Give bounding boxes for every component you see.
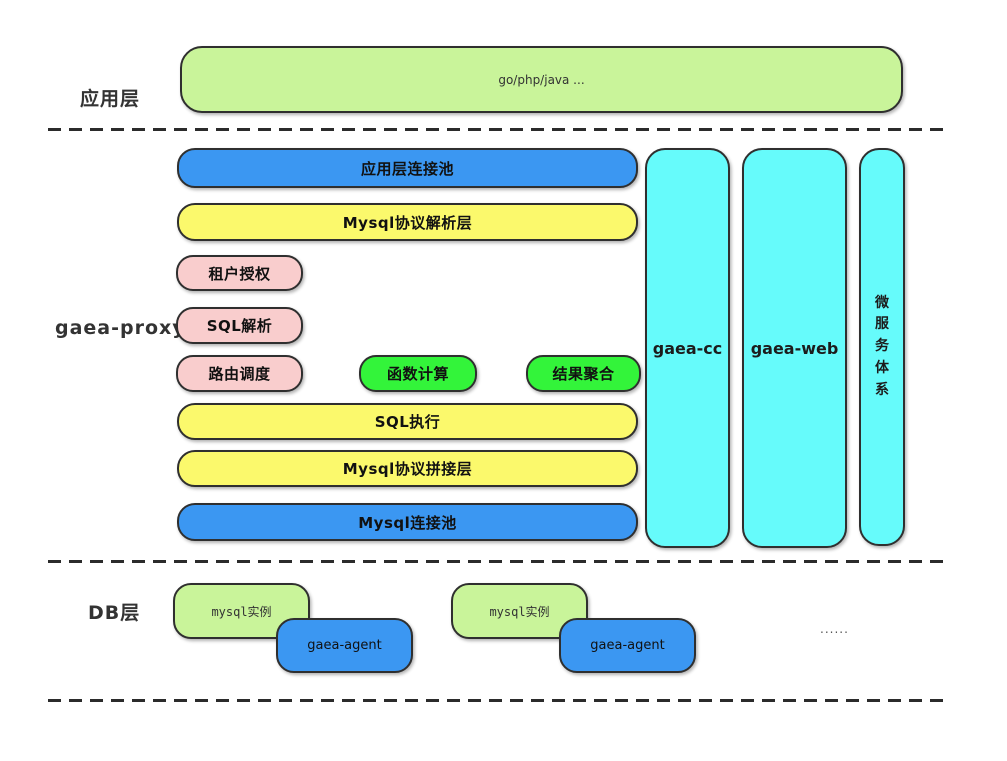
box-route-dispatch: 路由调度 [176,355,303,392]
microservice-system-label: 微服务体系 [875,294,889,398]
box-tenant-authorization: 租户授权 [176,255,303,291]
box-gaea-agent: gaea-agent [276,618,413,673]
box-mysql-protocol-parse-layer: Mysql协议解析层 [177,203,638,241]
box-sql-parse: SQL解析 [176,307,303,344]
box-result-aggregate: 结果聚合 [526,355,641,392]
app-layer-box: go/php/java ... [180,46,903,113]
separator-proxy-db [48,560,943,563]
proxy-layer-label: gaea-proxy [55,317,186,339]
box-sql-execute: SQL执行 [177,403,638,440]
column-microservice-system: 微服务体系 [859,148,905,546]
box-gaea-agent: gaea-agent [559,618,696,673]
db-ellipsis: ...... [820,622,849,636]
separator-bottom [48,699,943,702]
box-mysql-connection-pool: Mysql连接池 [177,503,638,541]
column-gaea-cc: gaea-cc [645,148,730,548]
app-layer-label: 应用层 [80,88,141,110]
separator-app-proxy [48,128,943,131]
db-layer-label: DB层 [88,602,141,624]
box-app-connection-pool: 应用层连接池 [177,148,638,188]
column-gaea-web: gaea-web [742,148,847,548]
box-function-compute: 函数计算 [359,355,477,392]
box-mysql-instance: mysql实例 [173,583,310,639]
box-mysql-protocol-splice-layer: Mysql协议拼接层 [177,450,638,487]
